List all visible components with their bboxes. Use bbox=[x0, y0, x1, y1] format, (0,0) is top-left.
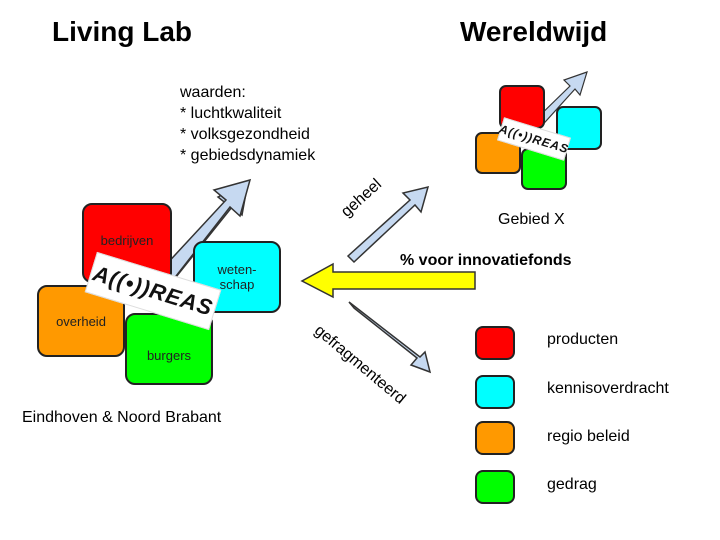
arrow-innovatiefonds bbox=[300, 262, 476, 299]
value-item: * volksgezondheid bbox=[180, 126, 310, 143]
legend-swatch-producten bbox=[475, 326, 515, 360]
box-overheid-label: overheid bbox=[56, 313, 106, 329]
legend-swatch-regio-beleid bbox=[475, 421, 515, 455]
box-wetenschap-label-2: schap bbox=[219, 277, 255, 292]
legend-label-producten: producten bbox=[547, 331, 619, 348]
values-list: waarden: * luchtkwaliteit * volksgezondh… bbox=[180, 82, 315, 166]
legend-label-kennisoverdracht: kennisoverdracht bbox=[547, 380, 669, 397]
label-innovatiefonds: % voor innovatiefonds bbox=[400, 252, 572, 269]
caption-world: Gebied X bbox=[498, 211, 565, 228]
arrow-geheel bbox=[346, 185, 430, 264]
value-item: * gebiedsdynamiek bbox=[180, 147, 316, 164]
value-item: * luchtkwaliteit bbox=[180, 105, 282, 122]
caption-main: Eindhoven & Noord Brabant bbox=[22, 409, 222, 426]
legend-label-gedrag: gedrag bbox=[547, 476, 597, 493]
box-bedrijven-label: bedrijven bbox=[100, 233, 154, 248]
values-heading: waarden: bbox=[180, 84, 246, 101]
box-wetenschap-label-1: weten- bbox=[217, 262, 257, 277]
arrow-gefragmenteerd bbox=[348, 301, 432, 374]
box-burgers-label: burgers bbox=[146, 348, 192, 363]
title-living-lab: Living Lab bbox=[52, 16, 192, 47]
title-wereldwijd: Wereldwijd bbox=[460, 16, 608, 47]
legend-swatch-kennisoverdracht bbox=[475, 375, 515, 409]
legend-swatch-gedrag bbox=[475, 470, 515, 504]
legend-label-regio-beleid: regio beleid bbox=[547, 428, 630, 445]
